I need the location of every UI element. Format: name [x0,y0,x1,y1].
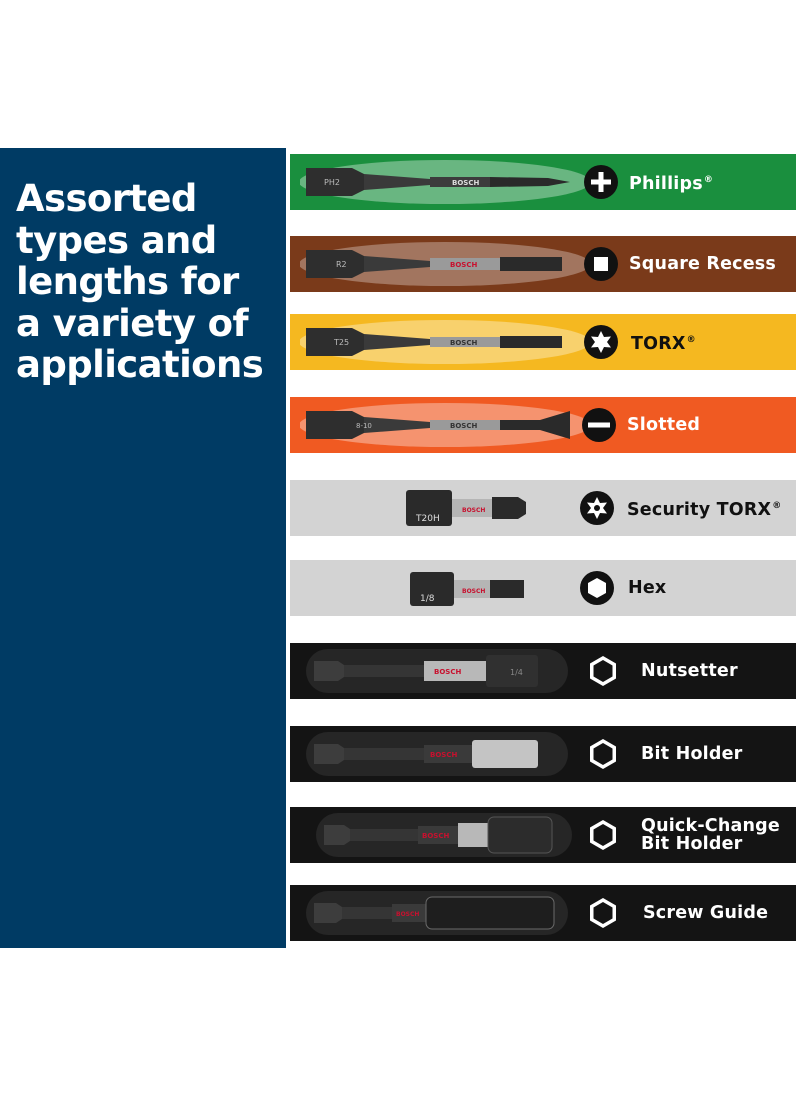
bit-label-text: Hex [628,578,667,598]
security-torx-bit-drawing: T20H BOSCH [406,490,526,526]
quick-change-image: BOSCH [316,807,578,863]
bit-label: Hex [628,579,666,597]
label-main: Security TORX [627,499,772,520]
nutsetter-drawing: 1/4 BOSCH [306,649,568,693]
bit-label-text: Screw Guide [643,903,769,923]
security-torx-icon [580,491,614,525]
headline-line: a variety of [16,301,249,345]
bit-label: Nutsetter [641,662,738,680]
bit-type-list: PH2 BOSCH Phillips® R2 BOSCH Square Rece… [290,0,796,1096]
bit-brand: BOSCH [450,339,477,347]
torx-bit-image: T25 BOSCH [300,314,590,370]
nutsetter-hex-icon [586,654,620,688]
bit-label-text: Nutsetter [641,661,738,681]
bit-holder-hex-icon [586,737,620,771]
bit-label: Security TORX® [627,497,781,519]
bit-brand: BOSCH [450,422,477,430]
bit-row-bit-holder: BOSCH Bit Holder [290,726,796,782]
slotted-icon [582,408,616,442]
slotted-bit-drawing: 8-10 BOSCH [300,403,590,447]
registered-mark: ® [772,501,782,512]
quick-change-drawing: BOSCH [316,813,572,857]
bit-marking: T20H [415,514,440,524]
bit-marking: T25 [333,338,349,347]
bit-label: Bit Holder [641,745,743,763]
bit-brand: BOSCH [452,179,479,187]
screw-guide-image: BOSCH [306,885,576,941]
headline-line: applications [16,343,264,386]
bit-row-nutsetter: 1/4 BOSCH Nutsetter [290,643,796,699]
square-recess-icon [584,247,618,281]
bit-label: Slotted [627,416,700,434]
bit-brand: BOSCH [396,911,419,918]
bit-label-text: Bit Holder [641,744,743,764]
bit-row-square-recess: R2 BOSCH Square Recess [290,236,796,292]
slotted-bit-image: 8-10 BOSCH [300,397,590,453]
quick-change-hex-icon [586,818,620,852]
square-recess-bit-image: R2 BOSCH [300,236,590,292]
headline: Assorted types and lengths for a variety… [16,178,281,386]
bit-row-screw-guide: BOSCH Screw Guide [290,885,796,941]
bit-label-text: TORX® [631,331,696,353]
bit-label: Square Recess [629,255,776,273]
bit-brand: BOSCH [462,588,485,595]
label-main: TORX [631,333,686,354]
bit-marking: PH2 [324,178,340,187]
bit-label-text: Quick-Change [641,816,780,836]
bit-marking: 8-10 [356,422,372,430]
bit-row-torx: T25 BOSCH TORX® [290,314,796,370]
screw-guide-hex-icon [586,896,620,930]
registered-mark: ® [703,175,714,186]
bit-row-phillips: PH2 BOSCH Phillips® [290,154,796,210]
bit-marking: 1/8 [420,594,435,604]
screw-guide-drawing: BOSCH [306,891,568,935]
headline-panel [0,148,286,948]
headline-line: Assorted [16,177,197,220]
bit-label-text-line2: Bit Holder [641,834,743,854]
bit-holder-drawing: BOSCH [306,732,568,776]
security-torx-bit-image: T20H BOSCH [400,480,590,536]
phillips-bit-drawing: PH2 BOSCH [300,160,590,204]
torx-icon [584,325,618,359]
bit-brand: BOSCH [450,261,477,269]
headline-line: lengths for [16,260,239,303]
bit-brand: BOSCH [430,751,457,759]
bit-label-text: Security TORX® [627,497,781,519]
nutsetter-image: 1/4 BOSCH [306,643,576,699]
headline-line: types and [16,218,217,262]
phillips-icon [584,165,618,199]
bit-label-text: Phillips® [629,171,713,193]
bit-brand: BOSCH [422,832,449,840]
bit-label: Quick-Change Bit Holder [641,817,780,853]
bit-brand: BOSCH [434,668,461,676]
torx-bit-drawing: T25 BOSCH [300,320,590,364]
bit-label-text: Square Recess [629,254,777,274]
bit-brand: BOSCH [462,507,485,514]
bit-row-quick-change: BOSCH Quick-Change Bit Holder [290,807,796,863]
bit-marking: 1/4 [510,668,523,677]
square-recess-bit-drawing: R2 BOSCH [300,242,590,286]
hex-bit-drawing: 1/8 BOSCH [410,572,524,606]
bit-marking: R2 [336,260,347,269]
bit-label: TORX® [631,331,696,353]
phillips-bit-image: PH2 BOSCH [300,154,590,210]
hex-icon [580,571,614,605]
bit-row-slotted: 8-10 BOSCH Slotted [290,397,796,453]
bit-label-text: Slotted [627,415,701,435]
bit-label: Screw Guide [643,904,768,922]
hex-bit-image: 1/8 BOSCH [406,560,576,616]
bit-holder-image: BOSCH [306,726,576,782]
label-main: Phillips [629,173,703,194]
registered-mark: ® [686,335,696,346]
bit-row-security-torx: T20H BOSCH Security TORX® [290,480,796,536]
bit-label: Phillips® [629,171,713,193]
bit-row-hex: 1/8 BOSCH Hex [290,560,796,616]
